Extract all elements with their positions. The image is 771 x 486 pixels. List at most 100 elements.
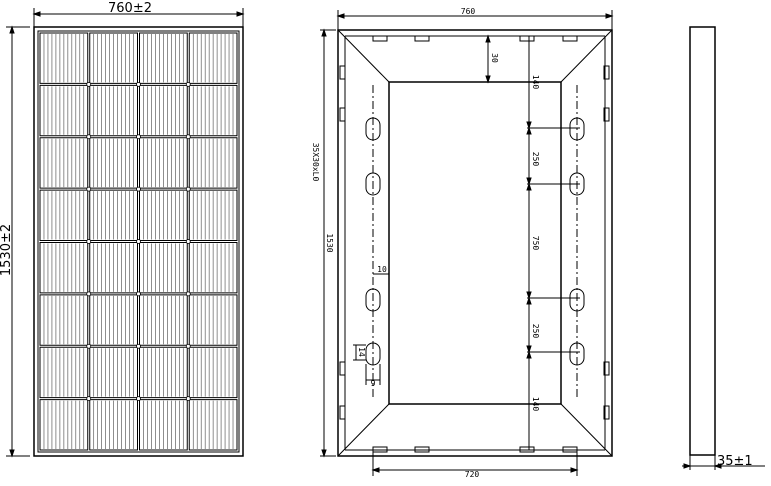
cell-junction: [185, 291, 191, 297]
drain-hole: [414, 446, 430, 453]
slot-right-2: [569, 172, 585, 196]
solar-cell: [188, 32, 238, 84]
slot-left-3: [365, 288, 381, 312]
solar-cell: [89, 84, 138, 137]
cell-junction: [136, 343, 141, 349]
drain-hole: [519, 446, 535, 453]
front-view: [6, 8, 245, 458]
slot-left-4: [365, 342, 381, 366]
solar-cell: [188, 294, 238, 346]
front-width-label: 760±2: [108, 1, 152, 16]
slot-offset-label: 10: [377, 265, 387, 274]
slot-right-4: [569, 342, 585, 366]
drain-holes: [339, 35, 610, 453]
solar-cell: [188, 346, 238, 399]
solar-cell: [39, 32, 89, 84]
solar-cell: [89, 399, 138, 451]
top-margin-label: 140: [531, 75, 540, 90]
cell-junction: [86, 396, 92, 402]
slot-left-1: [365, 117, 381, 141]
cell-junction: [86, 81, 92, 87]
solar-cell: [39, 242, 89, 294]
slot-right-3: [569, 288, 585, 312]
slot-width-label: 9: [371, 379, 376, 388]
solar-cell: [89, 32, 138, 84]
frame-offset-label: 30: [490, 53, 499, 63]
back-height-label: 1530: [325, 233, 334, 252]
cell-junction: [185, 239, 191, 244]
cell-junction: [136, 239, 141, 244]
drain-hole: [562, 35, 578, 42]
solar-cell: [188, 242, 238, 294]
cell-junction: [86, 134, 92, 140]
solar-cell: [188, 399, 238, 451]
drain-hole: [519, 35, 535, 42]
drain-hole: [339, 107, 346, 122]
cell-junction: [136, 134, 141, 140]
solar-cell: [139, 346, 188, 399]
solar-cell: [39, 294, 89, 346]
cell-junction: [185, 396, 191, 402]
back-frame-inner: [388, 81, 562, 405]
cell-junction: [136, 81, 141, 87]
solar-cell: [89, 189, 138, 241]
solar-cell: [39, 399, 89, 451]
solar-cell: [139, 189, 188, 241]
cell-junction: [185, 81, 191, 87]
drain-hole: [372, 446, 388, 453]
solar-cell: [39, 137, 89, 189]
cell-junction: [185, 134, 191, 140]
spacing-upper-label: 250: [531, 152, 540, 167]
drain-hole: [562, 446, 578, 453]
solar-cell: [188, 84, 238, 137]
spacing-middle-label: 750: [531, 236, 540, 251]
back-view: [320, 10, 614, 476]
drain-hole: [603, 405, 610, 420]
cell-junction: [136, 396, 141, 402]
cell-junction: [86, 186, 92, 192]
drain-hole: [603, 65, 610, 80]
slot-right-1: [569, 117, 585, 141]
back-width-bottom-label: 720: [465, 470, 480, 479]
side-thickness-label: 35±1: [717, 454, 753, 469]
solar-cell: [188, 137, 238, 189]
solar-cell: [139, 242, 188, 294]
solar-cell: [139, 32, 188, 84]
slot-height-label: 14: [357, 347, 366, 357]
drain-hole: [414, 35, 430, 42]
cell-junction: [136, 291, 141, 297]
spacing-lower-label: 250: [531, 324, 540, 339]
solar-cell: [139, 137, 188, 189]
solar-cell: [188, 189, 238, 241]
cell-junction: [185, 343, 191, 349]
cell-junction: [86, 343, 92, 349]
drain-hole: [339, 405, 346, 420]
drain-hole: [339, 361, 346, 376]
solar-cell: [139, 84, 188, 137]
bottom-margin-label: 140: [531, 397, 540, 412]
solar-cell: [39, 189, 89, 241]
solar-cell: [89, 242, 138, 294]
side-view: [682, 26, 765, 470]
cell-junction: [86, 239, 92, 244]
cell-junction: [185, 186, 191, 192]
solar-cell: [89, 294, 138, 346]
solar-cell: [39, 84, 89, 137]
solar-cell: [89, 137, 138, 189]
mounting-slots: [365, 117, 585, 366]
side-profile: [689, 26, 716, 456]
back-profile-label: 35X30xL0: [311, 143, 320, 182]
drain-hole: [339, 65, 346, 80]
front-frame: [33, 26, 244, 457]
drain-hole: [603, 361, 610, 376]
back-width-top-label: 760: [461, 7, 476, 16]
solar-cell: [39, 346, 89, 399]
cell-junction: [136, 186, 141, 192]
drain-hole: [603, 107, 610, 122]
solar-cell: [89, 346, 138, 399]
solar-cell: [139, 399, 188, 451]
solar-cell: [139, 294, 188, 346]
back-frame-outer: [337, 29, 613, 457]
front-height-label: 1530±2: [0, 224, 14, 276]
